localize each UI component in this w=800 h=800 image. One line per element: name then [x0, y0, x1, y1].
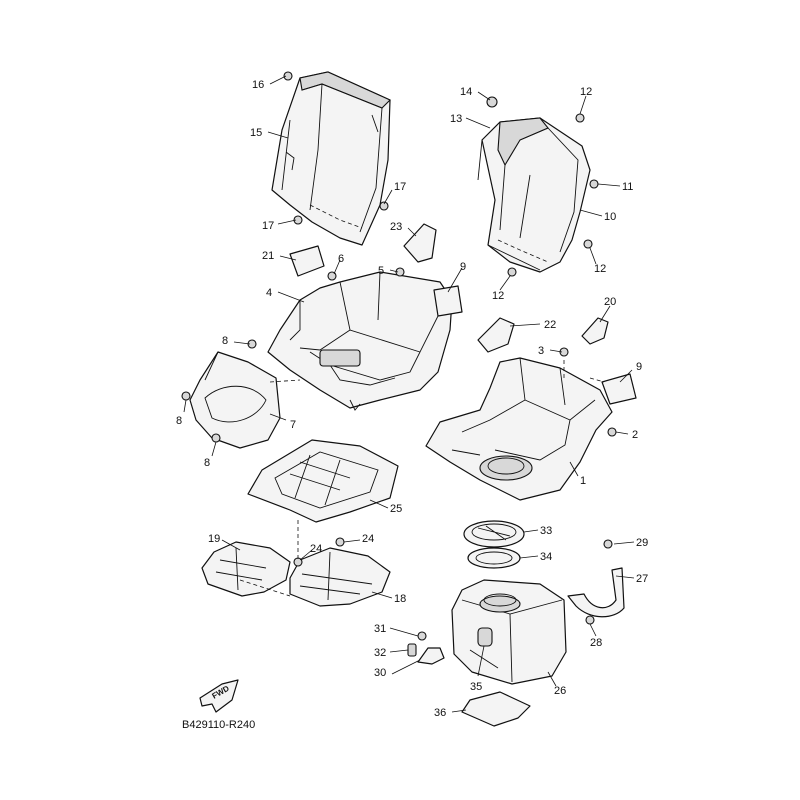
callout-label: 34: [540, 551, 552, 563]
callout-label: 36: [434, 707, 446, 719]
callout-label: 17: [394, 181, 406, 193]
callout-label: 9: [636, 361, 642, 373]
cap-ring-part-33: [463, 520, 525, 548]
assembly-lines: [239, 360, 605, 597]
callout-label: 2: [632, 429, 638, 441]
callout-label: 12: [580, 86, 592, 98]
callout-label: 21: [262, 250, 274, 262]
callout-label: 29: [636, 537, 648, 549]
callout-label: 32: [374, 647, 386, 659]
callouts: 16 15 17 17 14 13 12 11 10 12 12 23 21 6…: [176, 75, 648, 719]
callout-label: 12: [594, 263, 606, 275]
callout-label: 6: [338, 253, 344, 265]
diagram-code: B429110-R240: [182, 719, 255, 731]
floor-plate-part-19: [201, 541, 291, 597]
floor-plate-part-18: [289, 547, 391, 607]
callout-label: 3: [538, 345, 544, 357]
callout-label: 15: [250, 127, 262, 139]
callout-label: 27: [636, 573, 648, 585]
callout-label: 31: [374, 623, 386, 635]
callout-label: 26: [554, 685, 566, 697]
fwd-arrow-icon: FWD: [199, 679, 239, 713]
callout-label: 11: [622, 181, 633, 193]
seat-base-part-4: [267, 271, 453, 411]
callout-label: 19: [208, 533, 220, 545]
callout-label: 23: [390, 221, 402, 233]
callout-label: 8: [204, 457, 210, 469]
callout-label: 22: [544, 319, 556, 331]
callout-label: 8: [222, 335, 228, 347]
callout-label: 16: [252, 79, 264, 91]
callout-label: 4: [266, 287, 272, 299]
panel-part-10: [477, 117, 591, 273]
callout-label: 1: [580, 475, 586, 487]
bracket-part-30: [407, 643, 445, 665]
callout-label: 12: [492, 290, 504, 302]
fuel-tank-part-26: [451, 579, 567, 685]
callout-label: 8: [176, 415, 182, 427]
cover-part-7: [189, 351, 281, 449]
callout-label: 28: [590, 637, 602, 649]
pad-part-36: [461, 691, 531, 727]
seat-base-part-1: [425, 357, 613, 501]
gasket-part-34: [467, 547, 521, 569]
callout-label: 30: [374, 667, 386, 679]
callout-label: 35: [470, 681, 482, 693]
callout-label: 13: [450, 113, 462, 125]
bracket-part-27: [567, 567, 625, 618]
callout-label: 24: [310, 543, 322, 555]
callout-label: 25: [390, 503, 402, 515]
callout-label: 9: [460, 261, 466, 273]
callout-label: 5: [378, 265, 384, 277]
callout-label: 20: [604, 296, 616, 308]
callout-label: 10: [604, 211, 616, 223]
panel-part-15: [271, 71, 391, 246]
callout-label: 14: [460, 86, 472, 98]
callout-label: 7: [290, 419, 296, 431]
floor-plate-part-25: [247, 439, 399, 523]
callout-label: 17: [262, 220, 274, 232]
callout-label: 18: [394, 593, 406, 605]
callout-label: 24: [362, 533, 374, 545]
callout-label: 33: [540, 525, 552, 537]
